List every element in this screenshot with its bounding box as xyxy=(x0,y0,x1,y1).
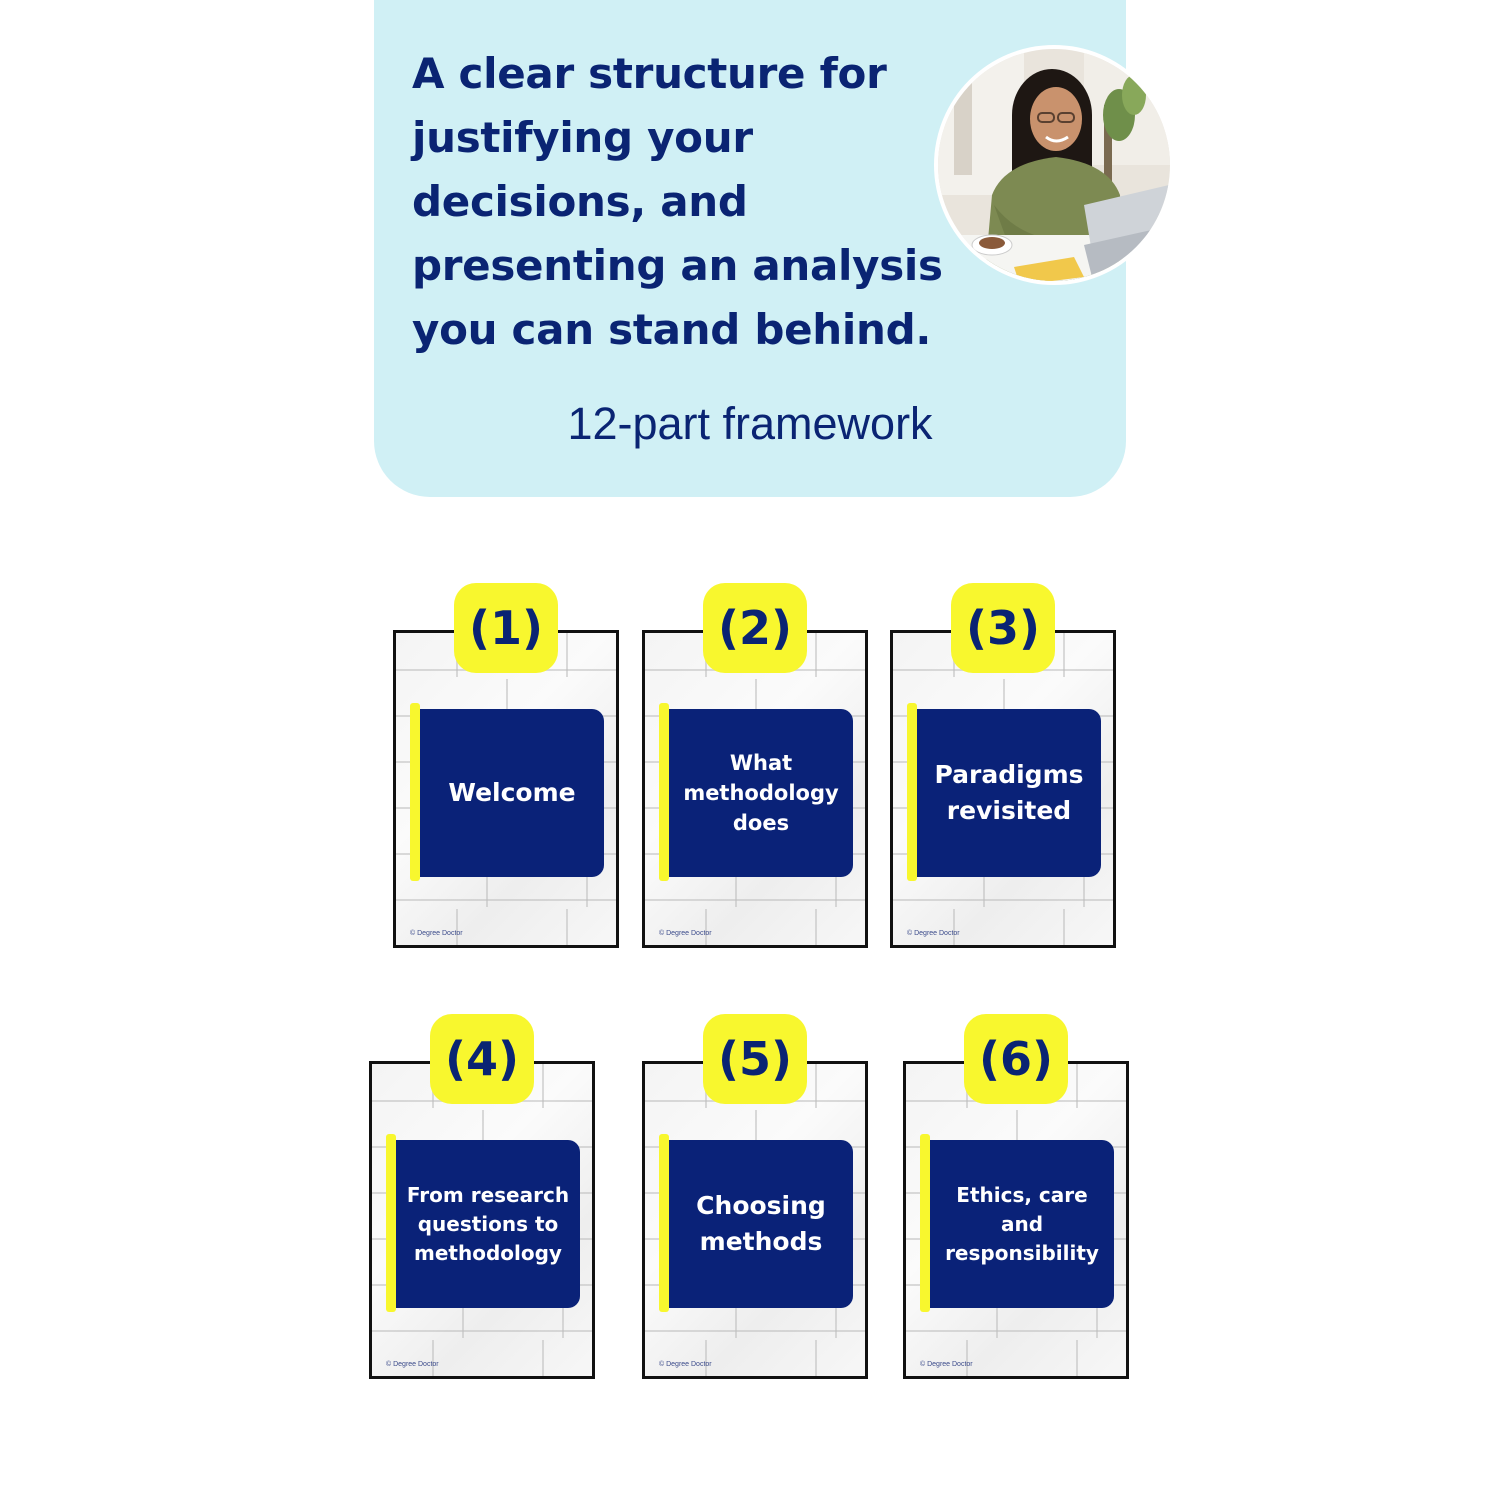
copyright-text: © Degree Doctor xyxy=(659,930,712,937)
copyright-text: © Degree Doctor xyxy=(410,930,463,937)
module-card[interactable]: (4) From research questions to methodolo… xyxy=(369,1014,595,1379)
student-photo xyxy=(934,45,1174,285)
module-title-box: Welcome xyxy=(420,709,604,877)
module-number-badge: (4) xyxy=(430,1014,534,1104)
module-title: What methodology does xyxy=(683,751,839,835)
accent-bar xyxy=(920,1134,930,1312)
accent-bar xyxy=(410,703,420,881)
module-card[interactable]: (6) Ethics, care and responsibility © De… xyxy=(903,1014,1129,1379)
accent-bar xyxy=(659,1134,669,1312)
accent-bar xyxy=(659,703,669,881)
module-title: Paradigms revisited xyxy=(934,760,1084,825)
module-title-box: From research questions to methodology xyxy=(396,1140,580,1308)
module-card[interactable]: (5) Choosing methods © Degree Doctor xyxy=(642,1014,868,1379)
accent-bar xyxy=(907,703,917,881)
module-number-badge: (3) xyxy=(951,583,1055,673)
accent-bar xyxy=(386,1134,396,1312)
module-card[interactable]: (3) Paradigms revisited © Degree Doctor xyxy=(890,583,1116,948)
module-title-box: Choosing methods xyxy=(669,1140,853,1308)
module-title: Welcome xyxy=(448,778,576,807)
module-card[interactable]: (2) What methodology does © Degree Docto… xyxy=(642,583,868,948)
module-number-badge: (1) xyxy=(454,583,558,673)
copyright-text: © Degree Doctor xyxy=(907,930,960,937)
copyright-text: © Degree Doctor xyxy=(386,1361,439,1368)
module-number-badge: (6) xyxy=(964,1014,1068,1104)
module-number-badge: (5) xyxy=(703,1014,807,1104)
module-title: Choosing methods xyxy=(696,1191,826,1256)
hero-title: A clear structure for justifying your de… xyxy=(412,49,943,354)
hero-subtitle: 12-part framework xyxy=(567,398,933,449)
copyright-text: © Degree Doctor xyxy=(659,1361,712,1368)
hero-panel: A clear structure for justifying your de… xyxy=(374,0,1174,497)
copyright-text: © Degree Doctor xyxy=(920,1361,973,1368)
module-title-box: Paradigms revisited xyxy=(917,709,1101,877)
module-title: Ethics, care and responsibility xyxy=(945,1182,1099,1265)
module-number-badge: (2) xyxy=(703,583,807,673)
module-title-box: Ethics, care and responsibility xyxy=(930,1140,1114,1308)
module-title: From research questions to methodology xyxy=(406,1182,570,1265)
module-title-box: What methodology does xyxy=(669,709,853,877)
module-card[interactable]: (1) Welcome © Degree Doctor xyxy=(393,583,619,948)
